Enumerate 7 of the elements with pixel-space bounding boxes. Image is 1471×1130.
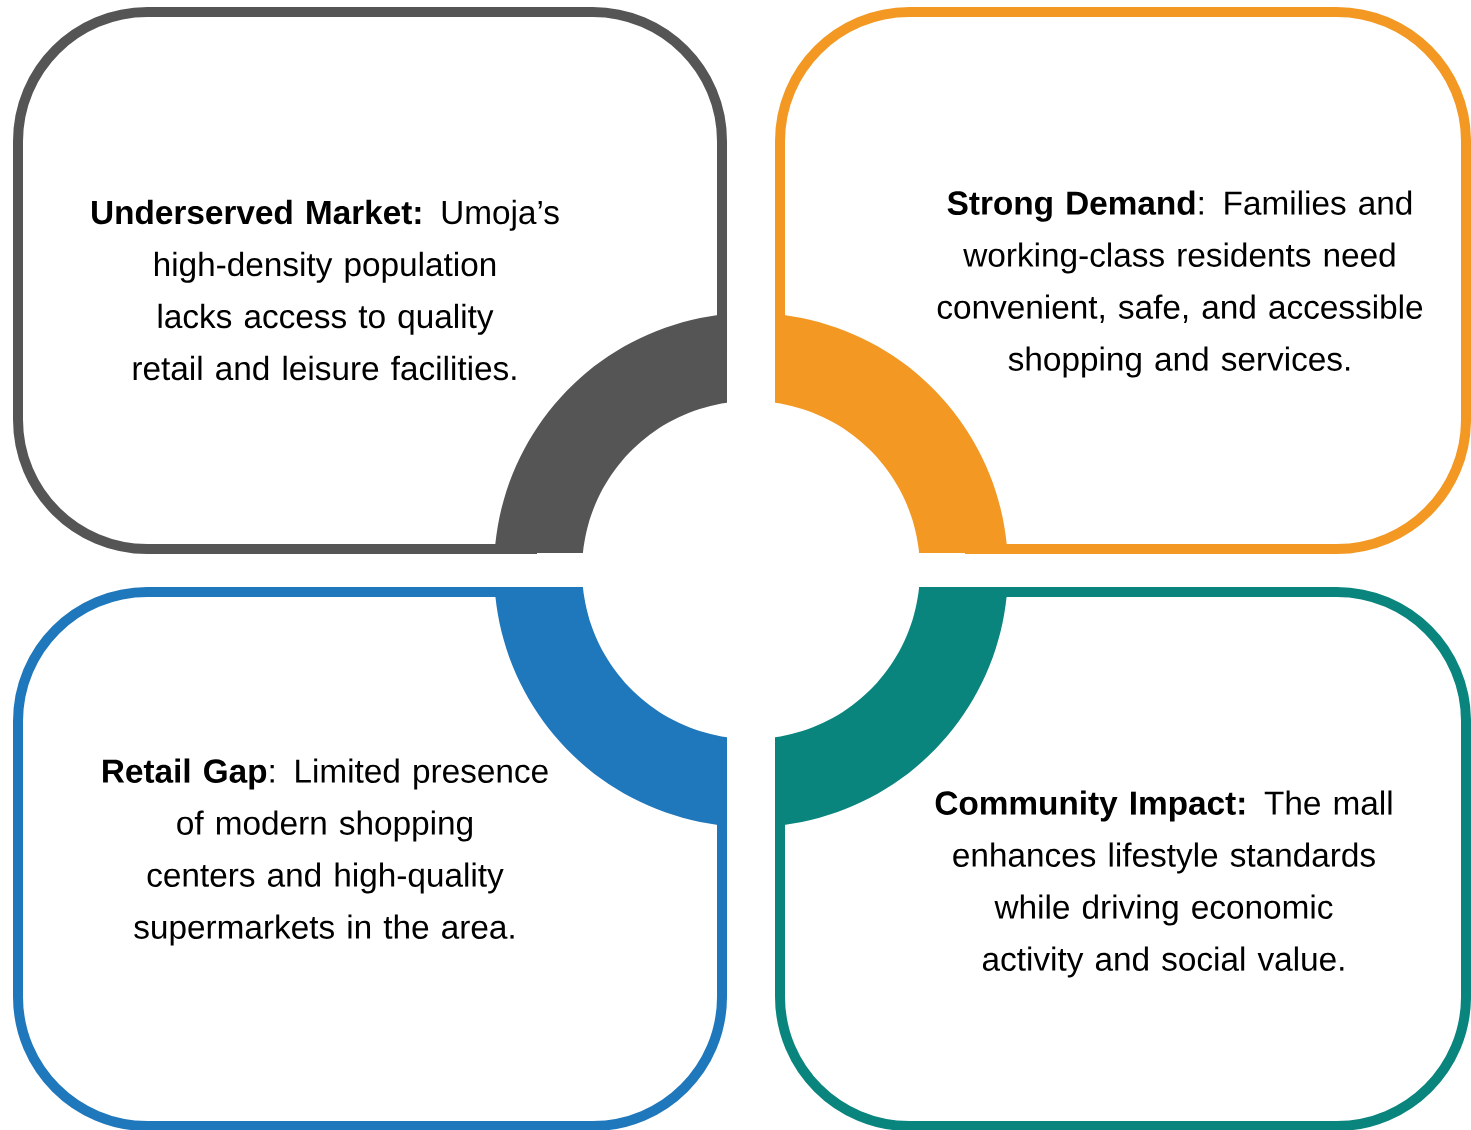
rounded-box: Underserved Market: Umoja’s high-density population lacks access to quality retail and leisure facilities. [13, 7, 727, 554]
rounded-box: Strong Demand: Families and working-class residents need convenient, safe, and accessible shopping and services. [775, 7, 1471, 554]
rounded-box: Community Impact: The mall enhances lifestyle standards while driving economic activity and social value. [775, 587, 1471, 1130]
node-label: Retail Gap: Limited presence of modern shopping centers and high-quality supermarkets in the area. [103, 758, 548, 946]
node-label: Underserved Market: Umoja’s high-density population lacks access to quality retail and leisure facilities. [92, 199, 559, 381]
rounded-box: Retail Gap: Limited presence of modern shopping centers and high-quality supermarkets in the area. [13, 587, 727, 1130]
node-label: Strong Demand: Families and working-class residents need convenient, safe, and accessible shopping and services. [937, 190, 1423, 378]
